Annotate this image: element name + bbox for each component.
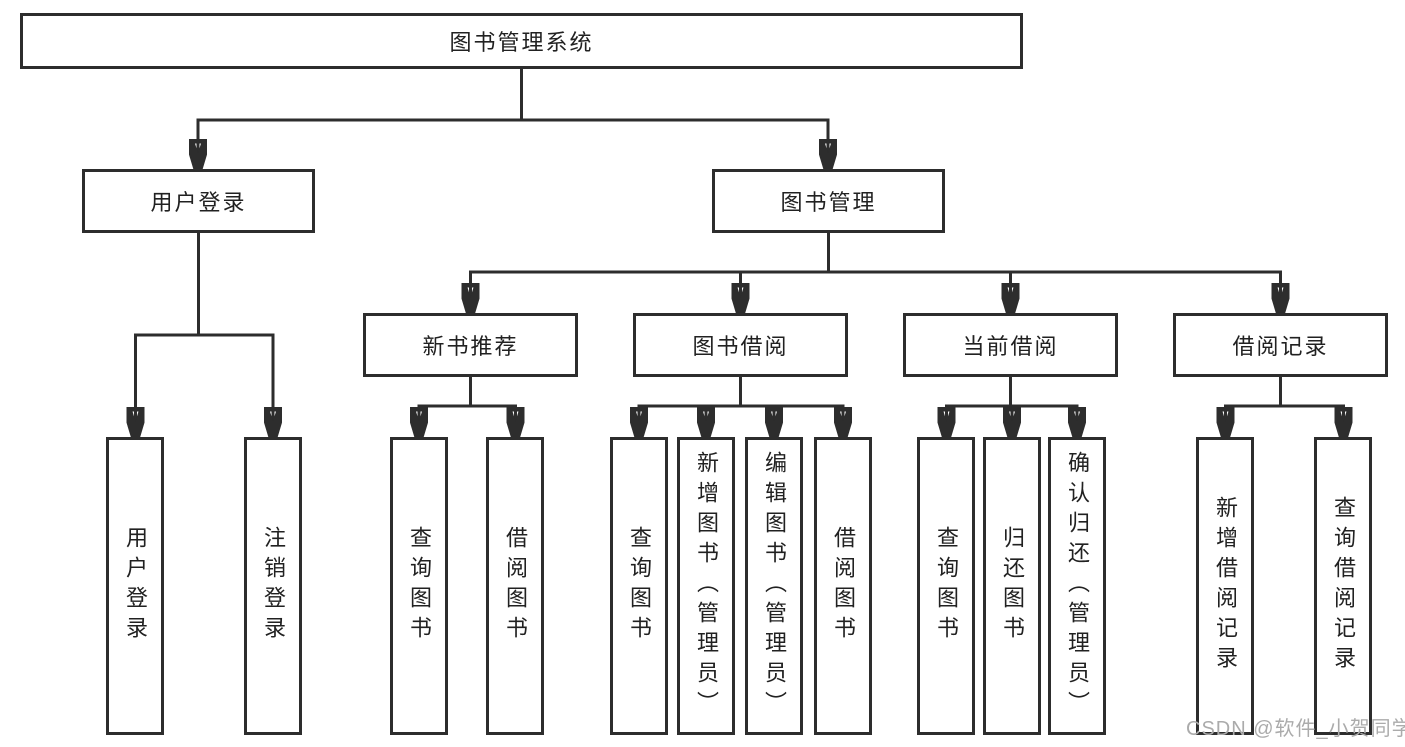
csdn-watermark: CSDN @软件_小贺同学 bbox=[1186, 718, 1405, 740]
leaf-user-login: 用户登录 bbox=[106, 437, 164, 735]
node-label: 图书管理系统 bbox=[449, 30, 594, 55]
node-label: 用户登录 bbox=[123, 526, 148, 646]
node-borrowing-records: 借阅记录 bbox=[1173, 313, 1388, 377]
node-book-borrowing: 图书借阅 bbox=[633, 313, 848, 377]
leaf-query-borrow-record: 查询借阅记录 bbox=[1314, 437, 1372, 735]
node-label: 新书推荐 bbox=[422, 334, 519, 359]
leaf-query-books-current: 查询图书 bbox=[917, 437, 975, 735]
leaf-query-books-borrow: 查询图书 bbox=[610, 437, 668, 735]
node-current-borrowing: 当前借阅 bbox=[903, 313, 1118, 377]
node-label: 借阅图书 bbox=[503, 526, 528, 646]
node-label: 查询图书 bbox=[934, 526, 959, 646]
node-label: 注销登录 bbox=[261, 526, 286, 646]
node-label: 图书管理 bbox=[780, 190, 877, 215]
leaf-return-books: 归还图书 bbox=[983, 437, 1041, 735]
node-label: 当前借阅 bbox=[962, 334, 1059, 359]
leaf-add-borrow-record: 新增借阅记录 bbox=[1196, 437, 1254, 735]
node-label: 查询图书 bbox=[627, 526, 652, 646]
node-label: 新增图书（管理员） bbox=[694, 451, 719, 721]
leaf-borrow-books-recommend: 借阅图书 bbox=[486, 437, 544, 735]
node-label: 借阅图书 bbox=[831, 526, 856, 646]
node-label: 查询借阅记录 bbox=[1331, 496, 1356, 676]
node-label: 归还图书 bbox=[1000, 526, 1025, 646]
node-user-login: 用户登录 bbox=[82, 169, 315, 233]
leaf-add-books-admin: 新增图书（管理员） bbox=[677, 437, 735, 735]
node-label: 确认归还（管理员） bbox=[1065, 451, 1090, 721]
leaf-confirm-return-admin: 确认归还（管理员） bbox=[1048, 437, 1106, 735]
node-library-management-system: 图书管理系统 bbox=[20, 13, 1023, 69]
node-book-management: 图书管理 bbox=[712, 169, 945, 233]
node-label: 编辑图书（管理员） bbox=[762, 451, 787, 721]
node-new-book-recommendation: 新书推荐 bbox=[363, 313, 578, 377]
node-label: 借阅记录 bbox=[1232, 334, 1329, 359]
leaf-borrow-books: 借阅图书 bbox=[814, 437, 872, 735]
leaf-query-books-recommend: 查询图书 bbox=[390, 437, 448, 735]
leaf-logout: 注销登录 bbox=[244, 437, 302, 735]
leaf-edit-books-admin: 编辑图书（管理员） bbox=[745, 437, 803, 735]
node-label: 图书借阅 bbox=[692, 334, 789, 359]
node-label: 查询图书 bbox=[407, 526, 432, 646]
node-label: 新增借阅记录 bbox=[1213, 496, 1238, 676]
node-label: 用户登录 bbox=[150, 190, 247, 215]
